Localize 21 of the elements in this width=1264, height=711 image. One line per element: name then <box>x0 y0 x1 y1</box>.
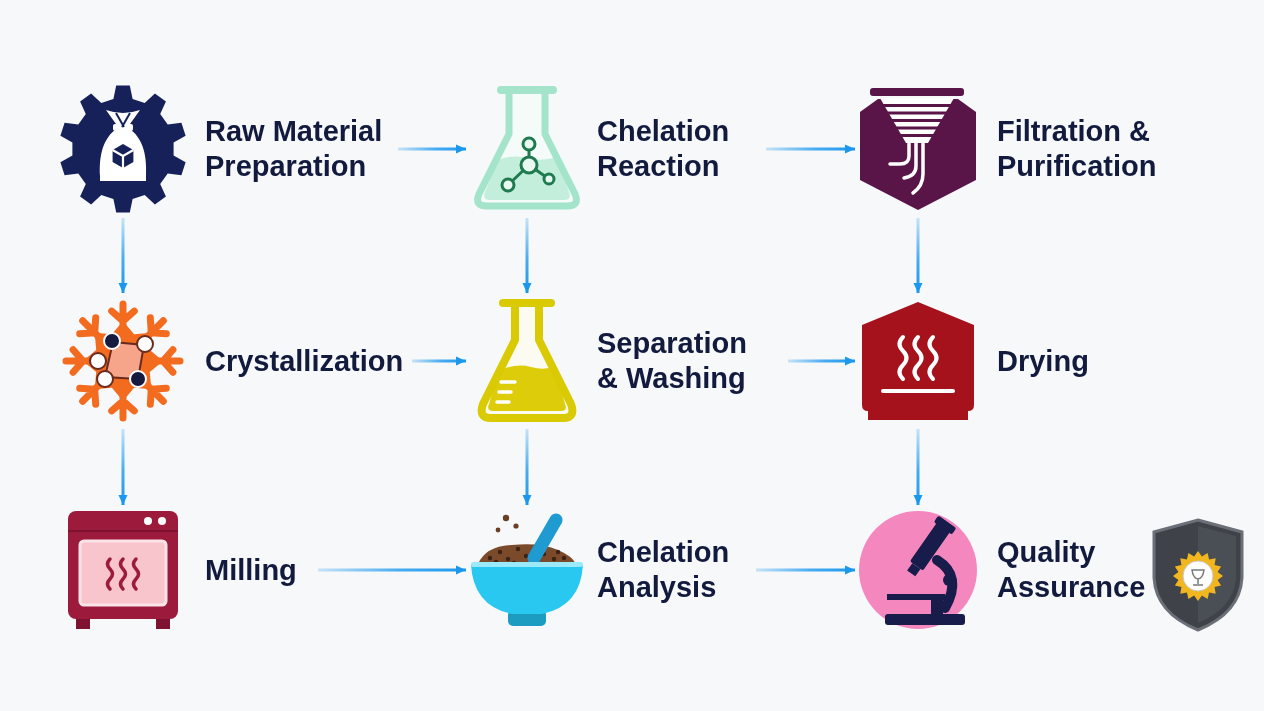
flow-arrow <box>766 144 855 154</box>
step-label: Chelation Reaction <box>597 114 731 184</box>
flow-arrow <box>118 429 128 505</box>
flow-arrow <box>118 218 128 293</box>
flow-arrow <box>318 565 466 575</box>
step-label: Quality Assurance <box>997 535 1147 605</box>
step-label: Crystallization <box>205 343 404 379</box>
step-label: Drying <box>997 343 1089 379</box>
step-label: Filtration & Purification <box>997 114 1158 184</box>
flow-arrow <box>522 218 532 293</box>
flow-arrow <box>913 429 923 505</box>
flow-arrow <box>756 565 855 575</box>
step-label: Milling <box>205 552 297 588</box>
step-label: Raw Material Preparation <box>205 114 384 184</box>
step-label: Chelation Analysis <box>597 535 731 605</box>
step-label: Separation & Washing <box>597 326 748 396</box>
flow-arrow <box>412 356 466 366</box>
flow-arrow <box>398 144 466 154</box>
flow-arrow <box>522 429 532 505</box>
flow-arrow <box>788 356 855 366</box>
flow-arrow <box>913 218 923 293</box>
